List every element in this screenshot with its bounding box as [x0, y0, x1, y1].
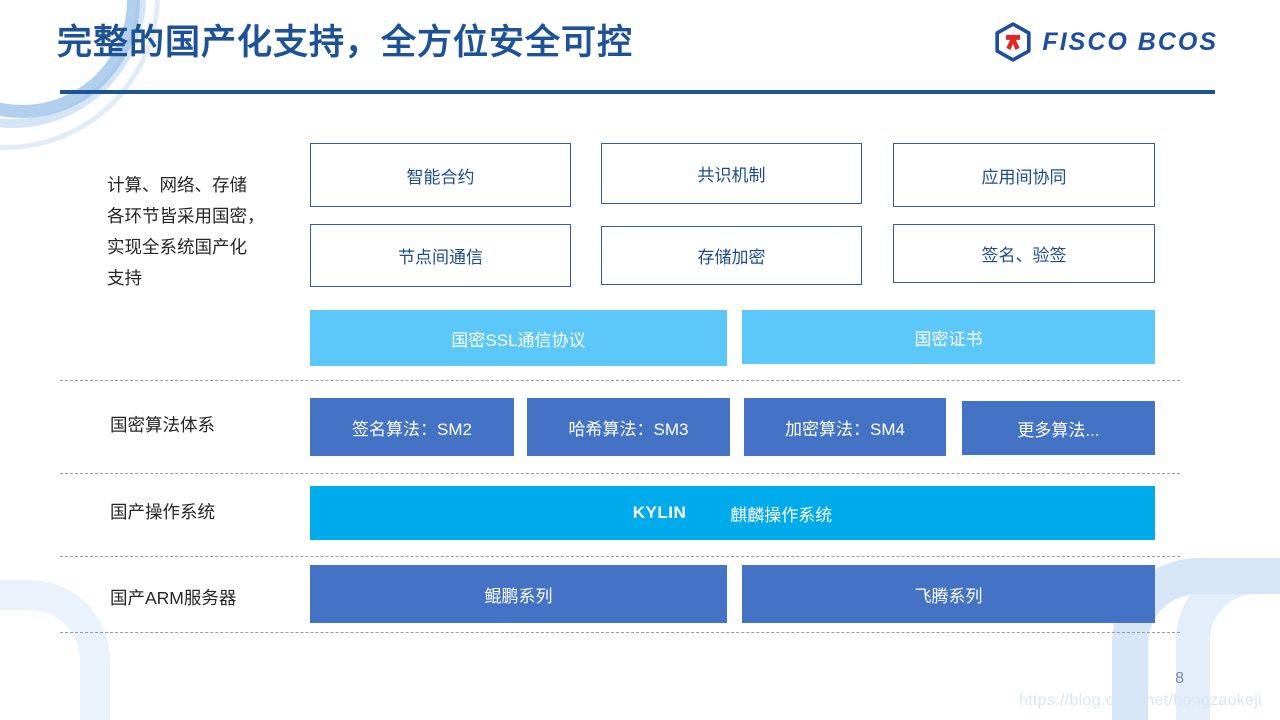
feature-box-storage-encryption[interactable]: 存储加密: [601, 226, 862, 285]
page-number: 8: [1175, 670, 1184, 687]
feature-box-gm-certificate[interactable]: 国密证书: [742, 310, 1155, 364]
bottom-left-corner-decor: [0, 580, 110, 720]
algo-box-sm4[interactable]: 加密算法：SM4: [744, 398, 946, 456]
row-separator-2: [60, 473, 1180, 474]
feature-box-gm-ssl-protocol[interactable]: 国密SSL通信协议: [310, 310, 727, 366]
server-box-kunpeng[interactable]: 鲲鹏系列: [310, 565, 727, 623]
row-separator-1: [60, 380, 1180, 381]
brand-logo-text: FISCO BCOS: [1042, 27, 1218, 56]
algo-box-sm2[interactable]: 签名算法：SM2: [310, 398, 514, 456]
feature-box-sign-verify[interactable]: 签名、验签: [893, 224, 1155, 283]
row-label-gm-algorithms: 国密算法体系: [110, 415, 215, 435]
server-box-phytium[interactable]: 飞腾系列: [742, 565, 1155, 623]
slide-title: 完整的国产化支持，全方位安全可控: [57, 23, 634, 62]
algo-box-sm3[interactable]: 哈希算法：SM3: [527, 398, 730, 456]
row-label-domestic-arm-server: 国产ARM服务器: [110, 588, 237, 608]
brand-logo: FISCO BCOS: [993, 22, 1218, 62]
fisco-hexagon-icon: [995, 22, 1032, 62]
row-separator-3: [60, 556, 1180, 557]
feature-box-node-communication[interactable]: 节点间通信: [310, 224, 571, 287]
row-label-domestic-os: 国产操作系统: [110, 502, 215, 522]
row-label-crypto-stack: 计算、网络、存储 各环节皆采用国密， 实现全系统国产化 支持: [107, 175, 265, 288]
feature-box-smart-contract[interactable]: 智能合约: [310, 143, 571, 207]
row-separator-4: [60, 632, 1180, 633]
title-underline-rule: [60, 90, 1215, 94]
os-brand-kylin: KYLIN: [632, 503, 687, 522]
feature-box-consensus[interactable]: 共识机制: [601, 143, 862, 204]
algo-box-more[interactable]: 更多算法...: [962, 401, 1155, 455]
os-box-kylin[interactable]: KYLIN 麒麟操作系统: [310, 486, 1155, 540]
watermark-url: https://blog.csdn.net/hongzaokeji: [1019, 692, 1262, 709]
os-name-kylin-cn: 麒麟操作系统: [730, 505, 833, 525]
feature-box-app-collaboration[interactable]: 应用间协同: [893, 143, 1155, 207]
